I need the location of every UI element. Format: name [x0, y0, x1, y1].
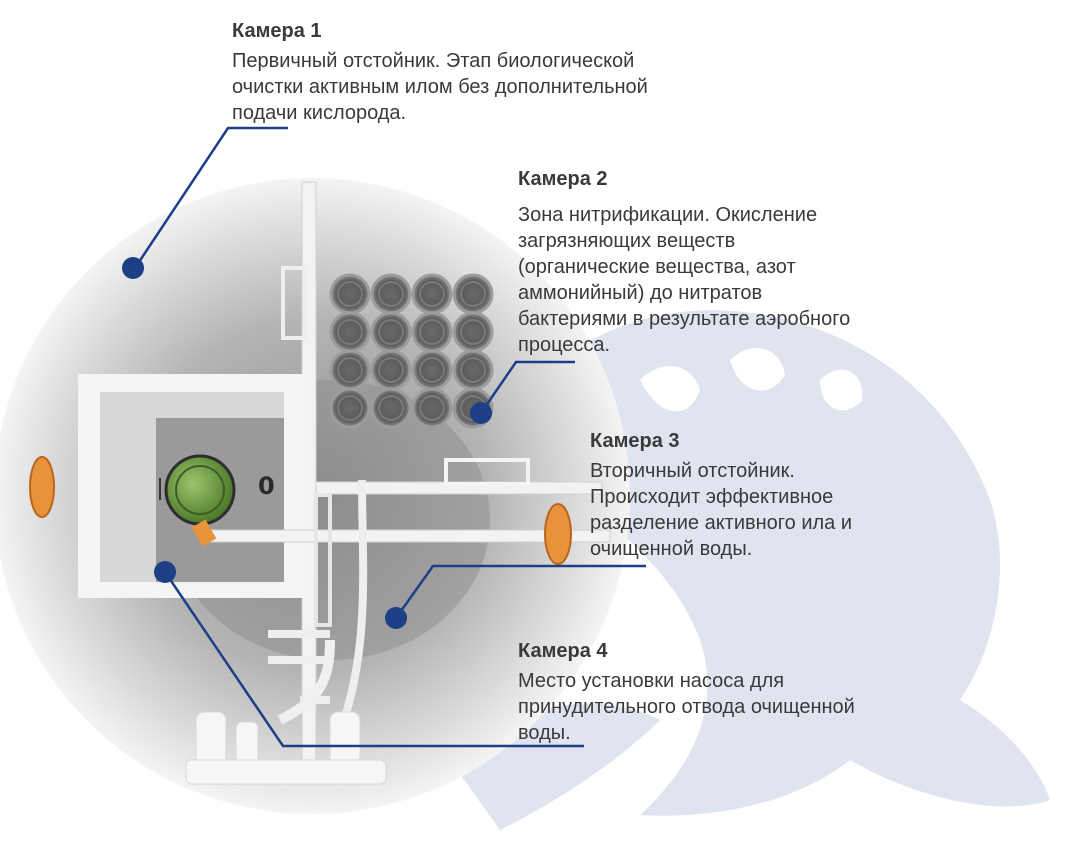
inlet-nozzle — [29, 456, 55, 518]
bio-load-cylinder — [329, 349, 371, 391]
leader-line-chamber-3 — [394, 564, 646, 619]
bio-load-cylinder — [411, 273, 453, 315]
chamber-2-description: Зона нитрификации. Окисление загрязняющи… — [518, 204, 851, 356]
bio-load-cylinder — [411, 387, 453, 429]
callout-chamber-1: Камера 1 Первичный отстойник. Этап биоло… — [232, 18, 772, 126]
bio-load-cylinder-core — [419, 395, 445, 421]
tank-marking: 0 — [258, 472, 275, 500]
chamber-4-title: Камера 4 — [518, 640, 608, 662]
bottom-fittings — [185, 711, 387, 785]
bio-load-cylinder-core — [419, 319, 445, 345]
callout-chamber-4: Камера 4 Место установки насоса для прин… — [518, 638, 958, 746]
bio-load-cylinder — [452, 311, 494, 353]
bio-load-cylinder — [411, 349, 453, 391]
bio-load-cylinder — [411, 311, 453, 353]
chamber-4-description: Место установки насоса для принудительно… — [518, 670, 855, 744]
marker-chamber-2 — [470, 402, 492, 424]
bio-load-cylinder-core — [337, 281, 363, 307]
leader-line-chamber-1 — [133, 126, 288, 269]
chamber-1-title: Камера 1 — [232, 20, 322, 42]
bio-load-cylinder — [452, 273, 494, 315]
marker-chamber-1 — [122, 257, 144, 279]
bio-load-cylinder-core — [419, 357, 445, 383]
pump — [159, 454, 236, 547]
callout-chamber-2: Камера 2 Зона нитрификации. Окисление за… — [518, 166, 948, 358]
bio-load-cylinder — [370, 311, 412, 353]
chamber-3-title: Камера 3 — [590, 430, 680, 452]
bio-load-cylinder — [329, 387, 371, 429]
bio-load-cylinder — [370, 387, 412, 429]
leader-line-chamber-2 — [479, 360, 575, 414]
marker-chamber-3 — [385, 607, 407, 629]
chamber-3-description: Вторичный отстойник. Происходит эффектив… — [590, 460, 853, 560]
chamber-1-description: Первичный отстойник. Этап биологической … — [232, 50, 648, 124]
bio-load-cylinder-core — [378, 319, 404, 345]
bio-load-cylinder-core — [337, 319, 363, 345]
leader-line-chamber-4 — [163, 571, 584, 748]
bio-load-cylinder — [329, 311, 371, 353]
bio-load-cylinder — [452, 349, 494, 391]
pipes — [209, 479, 611, 725]
chamber-markers — [122, 257, 492, 629]
bio-load-cylinder-core — [419, 281, 445, 307]
bio-load-cylinder-core — [460, 281, 486, 307]
bio-load-cylinder-core — [460, 357, 486, 383]
chamber-2-title: Камера 2 — [518, 168, 608, 190]
bio-load-cylinder-core — [378, 357, 404, 383]
marker-chamber-4 — [154, 561, 176, 583]
bio-load-cylinder — [370, 273, 412, 315]
outlet-nozzle — [544, 503, 572, 565]
callout-chamber-3: Камера 3 Вторичный отстойник. Происходит… — [590, 428, 950, 562]
bio-load-cylinders — [329, 273, 494, 429]
bio-load-cylinder — [329, 273, 371, 315]
bio-load-cylinder — [370, 349, 412, 391]
bio-load-cylinder-core — [460, 319, 486, 345]
bio-load-cylinder-core — [378, 281, 404, 307]
leader-lines — [133, 126, 646, 748]
bio-load-cylinder-core — [337, 357, 363, 383]
bio-load-cylinder-core — [378, 395, 404, 421]
bio-load-cylinder-core — [337, 395, 363, 421]
